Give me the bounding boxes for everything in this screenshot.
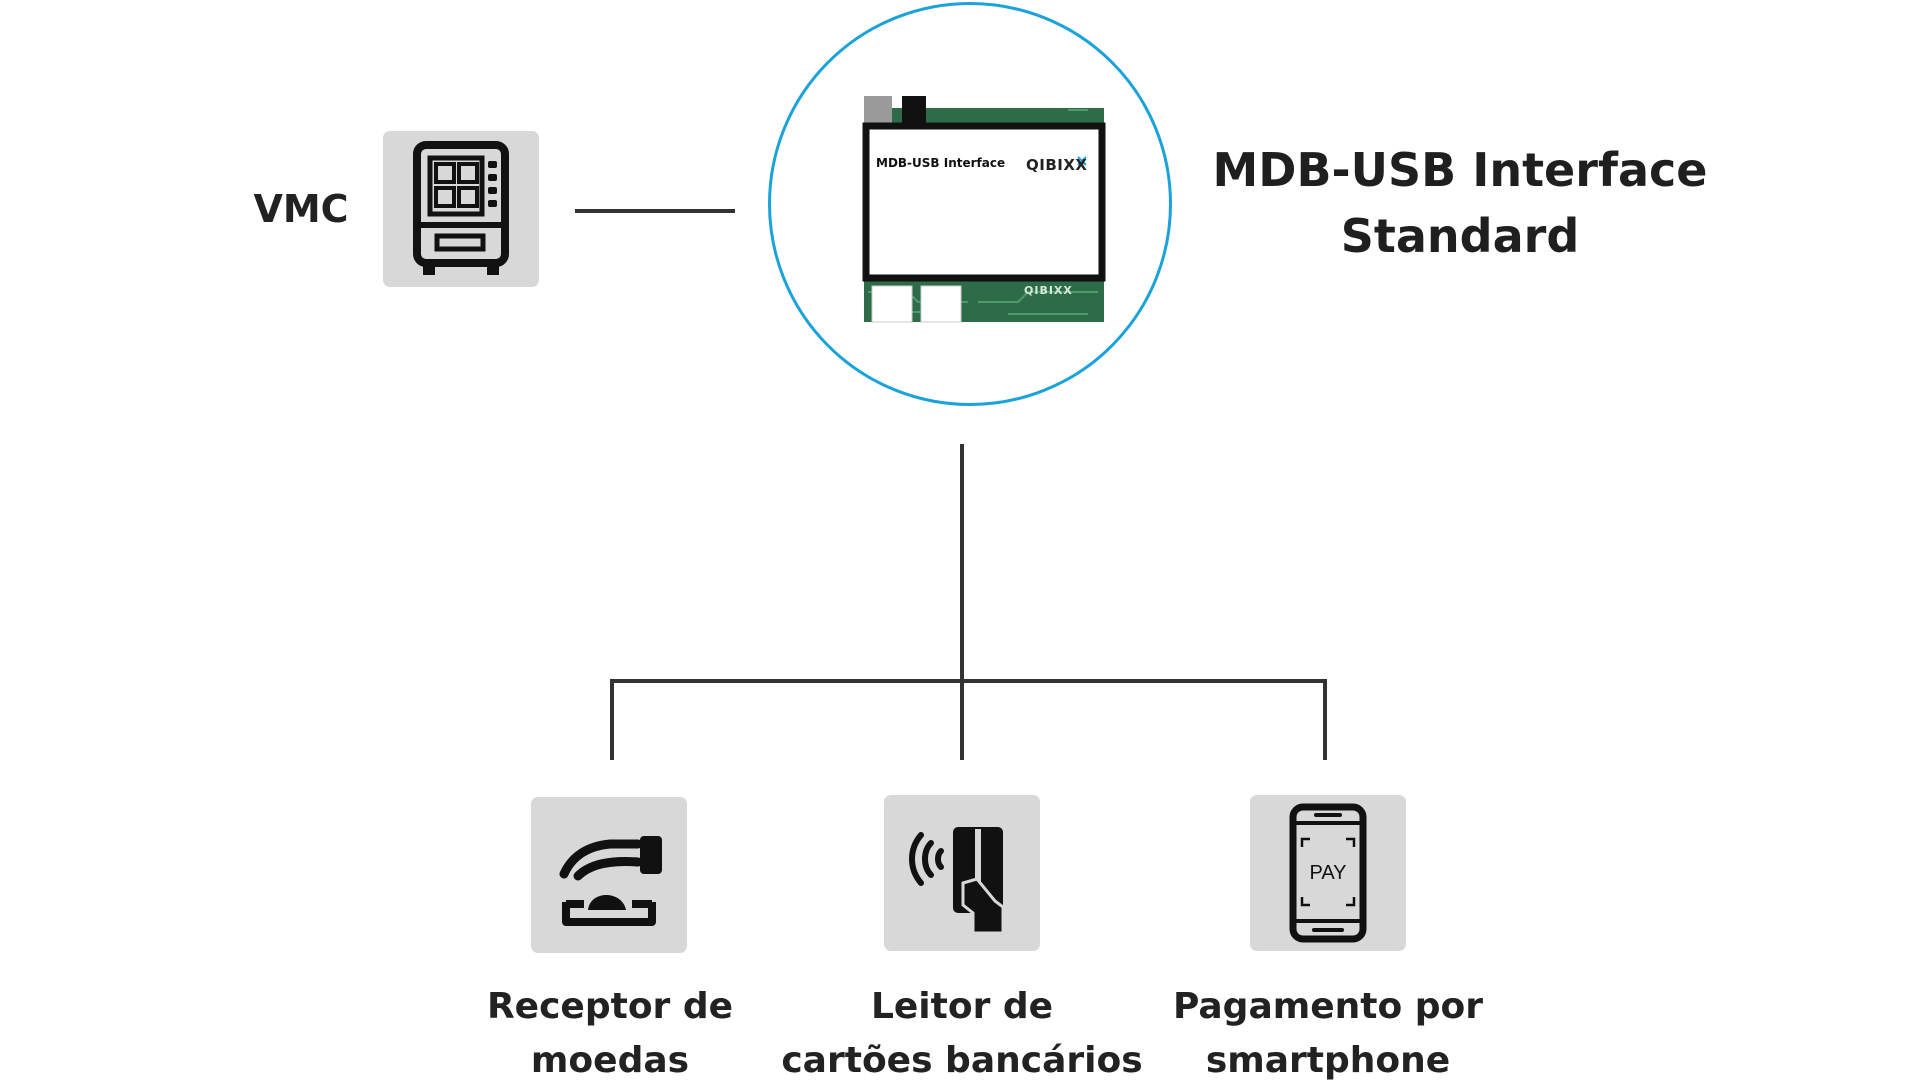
card-reader-label-line1: Leitor de: [870, 986, 1054, 1027]
circuit-board-icon: [862, 96, 1106, 323]
smartphone-pay-label: Pagamento por smartphone: [1148, 980, 1508, 1088]
interface-title: MDB-USB Interface Standard: [1180, 137, 1740, 269]
board-brand-logo: QIBIXX: [1026, 156, 1088, 174]
pay-text: PAY: [1309, 862, 1346, 884]
coin-acceptor-icon: [559, 836, 662, 926]
branch-horizontal-line: [610, 679, 1327, 683]
card-reader-label: Leitor de cartões bancários: [762, 980, 1162, 1088]
coin-acceptor-label-line2: moedas: [530, 1040, 690, 1081]
pcb-marking: QIBIXX: [1024, 284, 1073, 297]
card-reader-label-line2: cartões bancários: [781, 1040, 1143, 1081]
vmc-label: VMC: [253, 187, 349, 231]
board-label: MDB-USB Interface: [876, 156, 1006, 170]
contactless-card-reader-icon: [909, 827, 1005, 935]
branch-right-drop: [1323, 679, 1327, 760]
card-reader-tile: [884, 795, 1040, 951]
interface-title-line1: MDB-USB Interface: [1212, 143, 1708, 197]
smartphone-pay-tile: PAY: [1250, 795, 1406, 951]
coin-acceptor-tile: [531, 797, 687, 953]
branch-left-drop: [610, 679, 614, 760]
coin-acceptor-label: Receptor de moedas: [420, 980, 800, 1088]
interface-title-line2: Standard: [1340, 209, 1580, 263]
trunk-line: [960, 444, 964, 760]
coin-acceptor-label-line1: Receptor de: [486, 986, 734, 1027]
vmc-connector-line: [575, 209, 735, 213]
interface-circle: MDB-USB Interface QIBIXX QIBIXX: [768, 2, 1172, 406]
smartphone-pay-label-line2: smartphone: [1205, 1040, 1451, 1081]
vmc-tile: [383, 131, 539, 287]
smartphone-pay-label-line1: Pagamento por: [1172, 986, 1484, 1027]
vending-machine-icon: [413, 141, 509, 275]
smartphone-pay-icon: PAY: [1289, 803, 1367, 943]
